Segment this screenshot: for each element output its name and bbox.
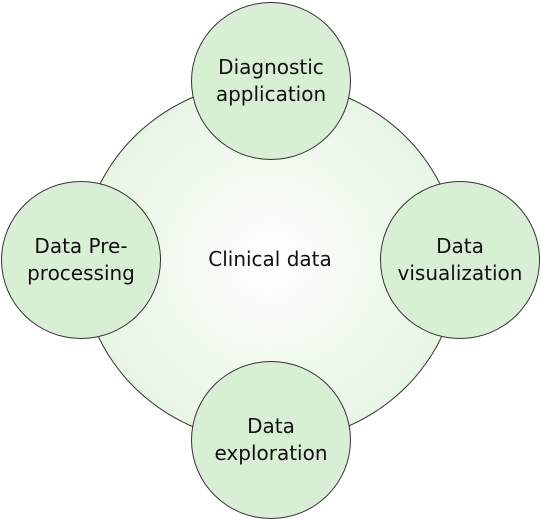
- node-label: Diagnostic application: [215, 55, 327, 106]
- node-data-exploration: Data exploration: [191, 361, 351, 519]
- node-diagnostic-application: Diagnostic application: [191, 2, 351, 160]
- node-label: Data visualization: [397, 234, 523, 285]
- node-data-visualization: Data visualization: [380, 181, 540, 339]
- center-label: Clinical data: [208, 247, 332, 271]
- node-data-preprocessing: Data Pre- processing: [1, 181, 161, 339]
- node-label: Data Pre- processing: [27, 234, 135, 285]
- node-label: Data exploration: [214, 414, 328, 465]
